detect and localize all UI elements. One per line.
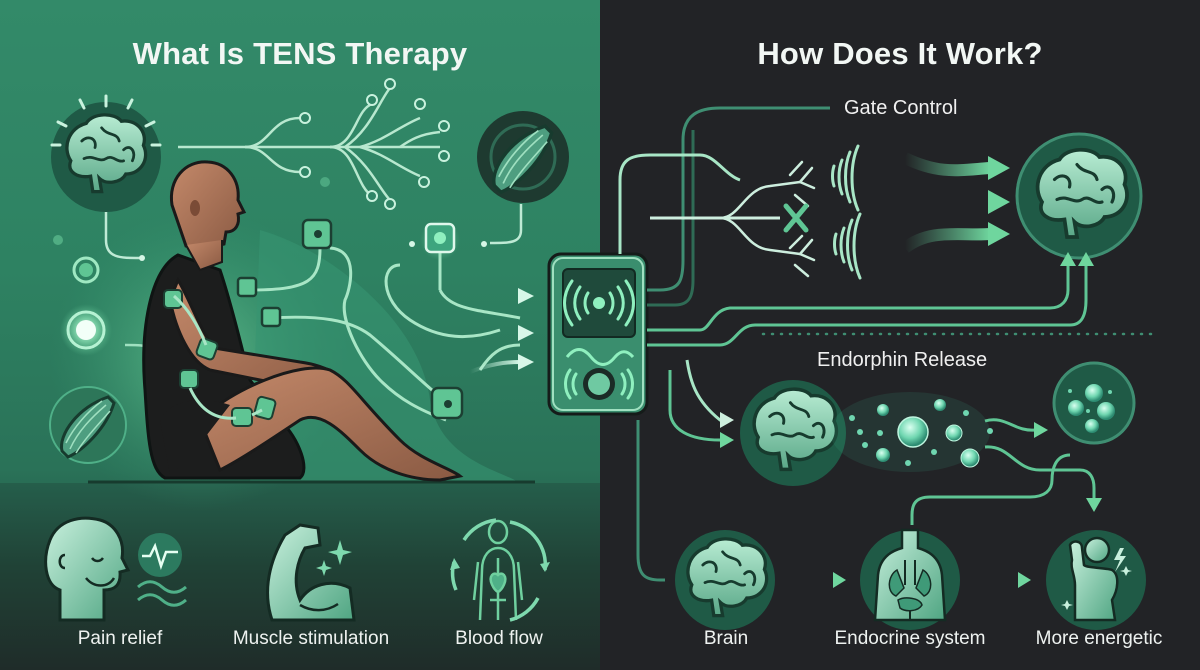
left-panel (0, 0, 600, 670)
benefit-blood-flow-label: Blood flow (455, 628, 543, 649)
endorphin-release-label: Endorphin Release (817, 349, 988, 371)
right-panel-title: How Does It Work? (757, 36, 1043, 71)
flow-brain-label: Brain (703, 628, 749, 649)
benefit-pain-relief-label: Pain relief (77, 628, 163, 649)
flow-energetic-label: More energetic (1035, 628, 1163, 649)
gate-control-label: Gate Control (844, 97, 958, 119)
benefit-muscle-stimulation-label: Muscle stimulation (232, 628, 390, 649)
flow-endocrine-label: Endocrine system (834, 628, 986, 649)
left-panel-title: What Is TENS Therapy (132, 36, 468, 71)
